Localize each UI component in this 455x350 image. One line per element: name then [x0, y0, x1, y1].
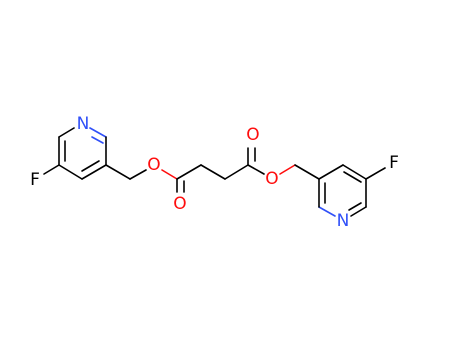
bond [247, 164, 265, 175]
bond [91, 136, 104, 144]
bond [161, 169, 178, 180]
atom-label-fluorine: F [30, 170, 40, 190]
atom-label-group: N F O O O O F N [30, 114, 399, 231]
bond [343, 171, 362, 183]
bond [279, 164, 296, 175]
bond [89, 127, 107, 138]
bond [348, 202, 362, 211]
bond [342, 164, 367, 180]
bond-group [43, 127, 386, 217]
bond [81, 164, 107, 180]
bond [176, 164, 202, 180]
bond [129, 169, 147, 180]
bond [350, 206, 367, 217]
atom-label-nitrogen: N [337, 211, 350, 231]
bond [81, 160, 100, 172]
atom-label-oxygen: O [246, 125, 259, 145]
bond [294, 164, 320, 180]
atom-label-fluorine: F [389, 153, 399, 173]
bond [318, 164, 344, 180]
bond [58, 164, 83, 180]
atom-label-oxygen: O [173, 194, 186, 214]
atom-label-nitrogen: N [77, 114, 90, 134]
bond [224, 164, 249, 180]
bond [318, 206, 336, 217]
bond [200, 164, 226, 180]
atom-label-oxygen: O [265, 169, 278, 189]
atom-label-oxygen: O [147, 155, 160, 175]
bond [58, 127, 75, 138]
bond [43, 164, 60, 175]
bond [365, 167, 386, 180]
bond [105, 164, 131, 180]
